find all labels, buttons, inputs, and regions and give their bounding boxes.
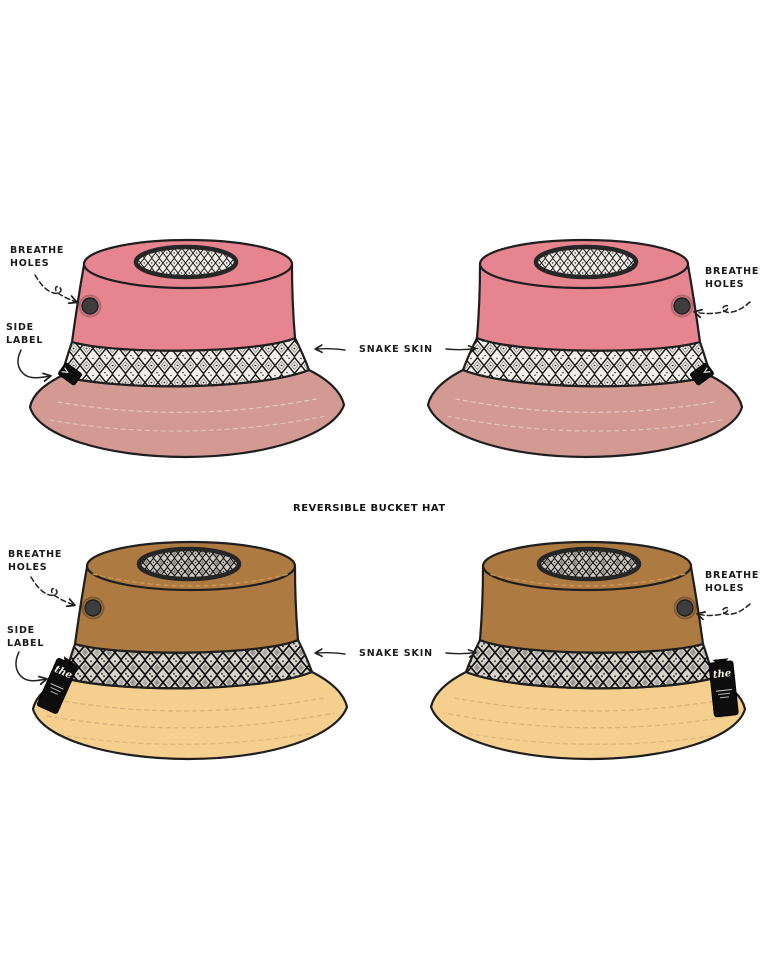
brim-stitch-line <box>445 415 723 432</box>
tag-text-line <box>50 683 64 690</box>
breathe-holes-line1: BREATHE <box>10 245 65 256</box>
tag-brand-logo: the <box>712 668 731 681</box>
breathe-holes-line1: BREATHE <box>8 549 63 560</box>
grommet-halo <box>670 294 694 318</box>
side-label-line2: LABEL <box>7 637 45 649</box>
brim-stitch-line <box>49 415 327 432</box>
hat-top-opening <box>536 546 642 582</box>
hat-body <box>28 238 346 459</box>
breathe-holes-label-bottom-right: BREATHE HOLES <box>705 570 759 595</box>
breathe-holes-label-top-right: BREATHE HOLES <box>705 266 759 291</box>
tab-notch <box>703 367 711 373</box>
breathe-hole-grommet <box>84 599 102 617</box>
hat-top-opening <box>133 244 239 280</box>
bucket-hat-top-right <box>426 238 744 459</box>
tag-text-line <box>50 686 61 693</box>
breathe-holes-arrow-top-left <box>34 274 78 305</box>
bucket-hat-bottom-left: the <box>31 540 349 761</box>
tag-face <box>708 660 739 718</box>
side-label-line1: SIDE <box>7 625 35 636</box>
hat-top-opening <box>533 244 639 280</box>
snake-skin-callout-top: SNAKE SKIN <box>312 343 480 355</box>
snake-skin-callout-bottom: SNAKE SKIN <box>312 647 480 659</box>
side-label-arrow-bottom-left <box>15 651 48 686</box>
hat-body <box>429 540 747 761</box>
tag-text-line <box>715 689 732 692</box>
bucket-hat-bottom-right: the <box>429 540 747 761</box>
breathe-hole-grommet <box>81 297 99 315</box>
snake-skin-arrow-right <box>445 345 477 354</box>
brim-stitch-line <box>454 697 722 712</box>
breathe-hole-grommet <box>676 599 694 617</box>
hat-top-opening <box>136 546 242 582</box>
side-label-brand-tag: the <box>36 656 78 714</box>
bucket-hat-top-left <box>28 238 346 459</box>
tab-notch <box>61 367 69 373</box>
snake-skin-arrow-right <box>445 649 477 658</box>
tag-text-line <box>718 692 731 695</box>
breathe-holes-line1: BREATHE <box>705 266 760 277</box>
breathe-holes-arrow-top-right <box>693 301 751 319</box>
side-label-arrow-top-left <box>17 349 52 382</box>
brim-stitch-line <box>455 398 715 413</box>
grommet-halo <box>78 294 102 318</box>
breathe-holes-line2: HOLES <box>705 582 745 594</box>
brim-stitch-line <box>443 712 732 729</box>
breathe-holes-label-top-left: BREATHE HOLES <box>10 245 64 270</box>
side-label-label-top-left: SIDE LABEL <box>6 322 43 347</box>
tag-text-line <box>50 690 59 695</box>
breathe-holes-line2: HOLES <box>10 257 50 269</box>
side-label-tab <box>690 362 714 386</box>
crown-seam-stitch <box>92 573 290 587</box>
brim-stitch-line <box>464 732 712 745</box>
side-label-brand-tag: the <box>708 658 739 718</box>
grommet-halo <box>673 596 697 620</box>
brim-stitch-line <box>56 697 324 712</box>
page-title: REVERSIBLE BUCKET HAT <box>293 503 446 514</box>
breathe-holes-line1: BREATHE <box>705 570 760 581</box>
breathe-holes-line2: HOLES <box>8 561 48 573</box>
brim-stitch-line <box>46 712 335 729</box>
snake-skin-arrow-left <box>314 648 346 658</box>
tag-text-line <box>719 696 730 699</box>
breathe-hole-grommet <box>673 297 691 315</box>
snake-skin-label: SNAKE SKIN <box>359 647 433 659</box>
brim-stitch-line <box>57 398 317 413</box>
crown-seam-stitch <box>488 573 686 587</box>
grommet-halo <box>81 596 105 620</box>
snake-skin-arrow-left <box>314 344 346 354</box>
side-label-line2: LABEL <box>6 334 44 346</box>
side-label-line1: SIDE <box>6 322 34 333</box>
hat-body <box>426 238 744 459</box>
hat-body <box>31 540 349 761</box>
breathe-holes-arrow-bottom-left <box>30 576 76 608</box>
breathe-holes-arrow-bottom-right <box>696 603 751 621</box>
brim-stitch-line <box>66 732 314 745</box>
breathe-holes-label-bottom-left: BREATHE HOLES <box>8 549 62 574</box>
breathe-holes-line2: HOLES <box>705 278 745 290</box>
snake-skin-label: SNAKE SKIN <box>359 343 433 355</box>
side-label-label-bottom-left: SIDE LABEL <box>7 625 44 650</box>
side-label-tab <box>58 362 82 386</box>
